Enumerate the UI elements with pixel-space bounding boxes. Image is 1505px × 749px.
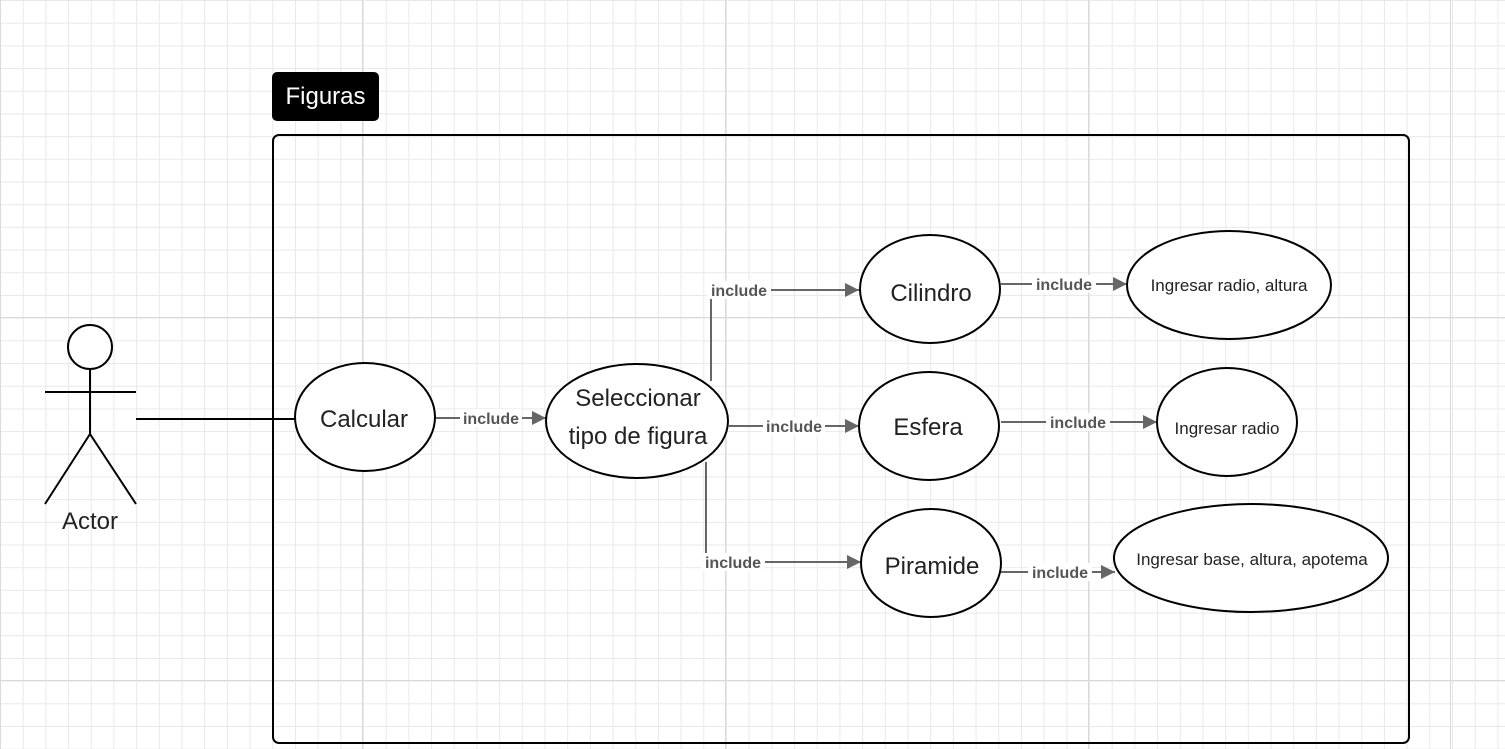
use-case-ellipse [1126, 230, 1332, 340]
system-title[interactable]: Figuras [272, 72, 379, 121]
include-label: include [1036, 277, 1092, 294]
use-case-label-line1: Seleccionar [575, 385, 700, 412]
use-case-ingresar-base-altura-apotema[interactable]: Ingresar base, altura, apotema [1113, 503, 1389, 613]
label-backing [1032, 275, 1096, 293]
use-case-label: Esfera [893, 414, 963, 441]
use-case-seleccionar-tipo-de-figura[interactable]: Seleccionar tipo de figura [545, 363, 729, 479]
use-case-ellipse [1113, 503, 1389, 613]
actor-label: Actor [62, 508, 118, 535]
use-case-label-line2: tipo de figura [569, 423, 708, 450]
use-case-cilindro[interactable]: Cilindro [859, 234, 1001, 344]
use-case-esfera[interactable]: Esfera [858, 371, 1000, 481]
use-case-piramide[interactable]: Piramide [860, 508, 1002, 618]
use-case-ellipse [860, 508, 1002, 618]
use-case-ellipse [859, 234, 1001, 344]
use-case-ellipse [294, 362, 436, 472]
actor-head [67, 324, 113, 370]
grid-major-line [0, 680, 1505, 681]
label-backing [701, 553, 765, 571]
use-case-ellipse [1156, 367, 1298, 477]
grid-major-line [725, 0, 726, 749]
label-backing [707, 281, 771, 299]
use-case-label: Piramide [885, 553, 980, 580]
system-boundary[interactable] [272, 134, 1410, 744]
use-case-ingresar-radio-altura[interactable]: Ingresar radio, altura [1126, 230, 1332, 340]
use-case-ellipse [545, 363, 729, 479]
use-case-label: Ingresar radio [1175, 419, 1280, 438]
include-connector[interactable] [710, 283, 859, 381]
use-case-ellipse [858, 371, 1000, 481]
use-case-calcular[interactable]: Calcular [294, 362, 436, 472]
actor[interactable]: Actor [44, 324, 137, 535]
label-backing [763, 417, 825, 435]
use-case-label: Calcular [320, 406, 408, 433]
actor-right-leg [89, 433, 137, 505]
include-label: include [1032, 565, 1088, 582]
include-label: include [1050, 415, 1106, 432]
use-case-ingresar-radio[interactable]: Ingresar radio [1156, 367, 1298, 477]
include-labels: include include include include include … [460, 275, 1110, 582]
grid-major-line [0, 0, 1, 749]
use-case-label: Ingresar base, altura, apotema [1136, 550, 1368, 569]
grid-major-line [1088, 0, 1089, 749]
include-label: include [766, 419, 822, 436]
include-label: include [705, 555, 761, 572]
label-backing [1028, 563, 1092, 581]
include-label: include [711, 283, 767, 300]
label-backing [1046, 413, 1110, 431]
include-label: include [463, 411, 519, 428]
label-backing [460, 409, 522, 427]
grid-major-line [1450, 0, 1451, 749]
actor-left-leg [44, 433, 91, 505]
include-connector[interactable] [705, 462, 861, 569]
grid-major-line [0, 317, 1505, 318]
use-case-label: Ingresar radio, altura [1151, 276, 1308, 295]
use-case-label: Cilindro [890, 280, 971, 307]
